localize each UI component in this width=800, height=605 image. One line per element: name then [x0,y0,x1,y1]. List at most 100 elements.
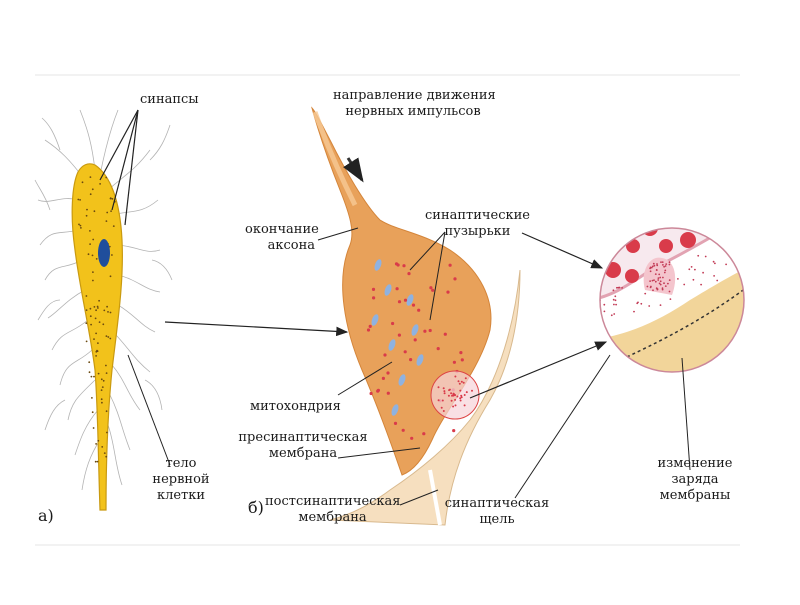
neuron-granule [105,372,108,374]
vesicle [376,388,380,392]
panel-b-pointer-lines [317,227,611,506]
neuron-granule [109,337,112,340]
neurotransmitter-dot [610,314,613,317]
neurotransmitter-dot [692,278,695,281]
neurotransmitter-dot [656,288,659,291]
neurotransmitter-dot [697,254,700,257]
neurotransmitter-dot [668,279,671,281]
neuron-granules [77,176,116,463]
neuron-granule [90,323,92,326]
neuron-granule [95,332,97,335]
neurotransmitter-dot [665,263,668,265]
contact-vesicle [459,399,462,402]
neuron-granule [97,372,100,375]
neurotransmitter-dot [601,332,604,335]
label-impulse-direction: направление движения нервных импульсов [333,88,496,119]
neurotransmitter-dot [612,289,615,292]
mitochondrion [391,404,399,416]
inset-neurotransmitter [600,254,744,335]
neuron-granule [105,335,108,337]
neurotransmitter-dot [649,270,652,273]
vesicle [381,376,385,380]
neuron-granule [100,398,103,401]
neuron-granule [99,183,101,185]
neurotransmitter-dot [649,280,651,282]
neuron-granule [91,188,94,191]
contact-vesicle [462,381,465,384]
neuron-nucleus [98,239,110,267]
neurotransmitter-dot [664,265,667,267]
label-axon-ending: окончание аксона [245,222,319,253]
neuron-granule [91,397,93,399]
neurotransmitter-dot [618,286,621,289]
inset-border [599,227,745,373]
neuron-granule [107,311,109,313]
neuron-granule [106,431,108,434]
vesicle [411,303,416,307]
neurotransmitter-dot [659,276,662,279]
neuron-granule [100,378,103,381]
contact-vesicle [450,392,453,395]
neuron-granule [79,224,82,227]
neurotransmitter-dot [650,266,653,269]
neuron-cell-body [71,163,123,511]
vesicle [397,333,401,337]
inset-magnified-synapse [600,228,744,372]
vesicle [369,391,373,396]
neuron-granule [111,254,113,256]
neurotransmitter-dot [716,279,719,282]
vesicle [366,328,371,332]
mitochondrion [416,354,424,366]
contact-vesicle [440,406,443,409]
neurotransmitter-dot [662,264,664,266]
neuron-granule [106,305,108,308]
neuron-granule [87,253,90,256]
neurotransmitter-dot [640,302,643,305]
synapse-pointer-lines [99,109,139,226]
neurotransmitter-dot [668,261,671,264]
neurotransmitter-dot [614,299,617,302]
neuron-granule [80,227,82,229]
vesicle [403,298,408,302]
cleft-gap [428,469,442,526]
contact-vesicle [464,377,467,380]
vesicle [413,338,417,342]
neuron-granule [91,254,94,257]
mitochondrion [411,324,419,336]
neuron-granule [92,427,95,429]
mitochondrion [371,314,379,326]
label-synaptic-vesicles: синаптические пузырьки [425,208,530,239]
neuron-granule [85,214,88,217]
neuron-granule [89,176,92,179]
neurotransmitter-dot [613,303,615,306]
contact-vesicle [463,404,466,407]
neuron-granule [92,279,94,282]
neuron-granule [89,307,92,310]
contact-vesicle [454,375,457,378]
contact-vesicle [437,399,440,402]
vesicle [429,286,433,290]
neurotransmitter-dot [652,262,655,265]
neuron-granule [105,364,107,367]
axon-highlight [312,111,358,207]
contact-vesicle [437,386,440,389]
neuron-granule [93,338,95,340]
neuron-granule [89,315,92,318]
neuron-granule [85,322,88,325]
neurotransmitter-dot [704,255,707,258]
neurotransmitter-dot [614,295,617,298]
neurotransmitter-dot [654,273,657,275]
neuron-granule [89,230,91,232]
vesicle [452,360,456,364]
contact-vesicle [441,399,444,402]
neurotransmitter-dot [648,305,651,307]
mitochondrion [406,294,414,306]
contact-vesicle [442,410,445,412]
neuron-granule [95,443,97,445]
neuron-granule [109,275,112,278]
neuron-granule [105,220,108,223]
neurotransmitter-dot [603,303,606,306]
neuron-granule [105,410,108,413]
vesicle [417,308,421,312]
